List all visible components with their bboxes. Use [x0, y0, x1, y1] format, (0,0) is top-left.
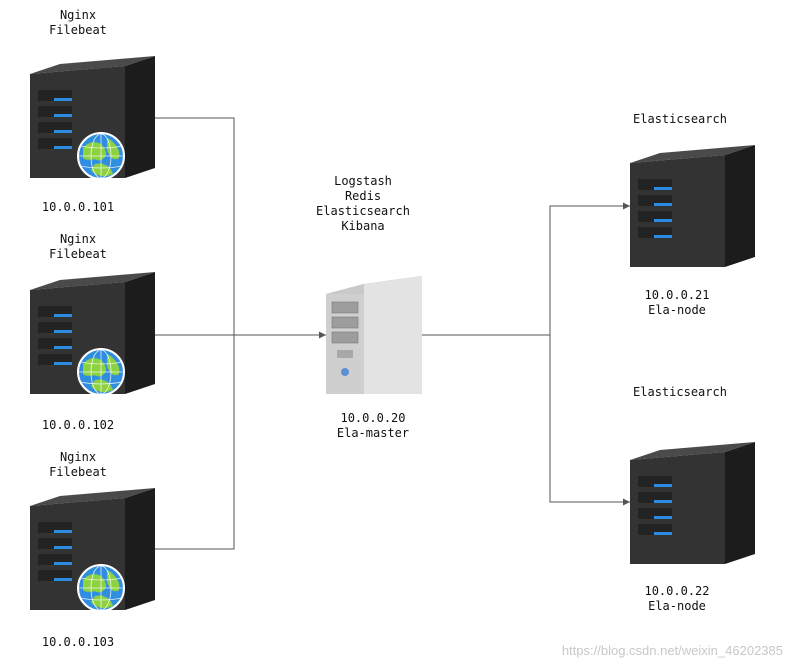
node-role: Ela-node: [648, 599, 706, 613]
connectors: [125, 117, 630, 550]
node-role: Ela-node: [648, 303, 706, 317]
watermark: https://blog.csdn.net/weixin_46202385: [561, 643, 783, 658]
tower-server-icon: [326, 276, 422, 394]
service-label: Kibana: [341, 219, 385, 233]
client-server-3: [30, 488, 155, 611]
client-1-services: Nginx Filebeat: [0, 8, 168, 38]
master-info: 10.0.0.20 Ela-master: [283, 411, 463, 441]
link-client3-bus: [125, 335, 235, 550]
node-ip: 10.0.0.22: [644, 584, 710, 598]
master-services: Logstash Redis Elasticsearch Kibana: [273, 174, 453, 234]
node-1-service: Elasticsearch: [633, 112, 727, 126]
master-ip: 10.0.0.20: [340, 411, 406, 425]
service-label: Logstash: [334, 174, 392, 188]
server-icon: [630, 442, 755, 564]
service-label: Filebeat: [49, 247, 107, 261]
node-1-info: 10.0.0.21 Ela-node: [587, 288, 767, 318]
node-ip: 10.0.0.21: [644, 288, 710, 302]
client-3-ip: 10.0.0.103: [41, 635, 115, 649]
client-2-services: Nginx Filebeat: [0, 232, 168, 262]
service-label: Elasticsearch: [316, 204, 410, 218]
client-server-2: [30, 272, 155, 395]
node-server-1: [630, 145, 755, 267]
link-client1-bus: [125, 117, 235, 335]
server-icon: [630, 145, 755, 267]
node-server-2: [630, 442, 755, 564]
client-2-ip: 10.0.0.102: [41, 418, 115, 432]
service-label: Filebeat: [49, 23, 107, 37]
service-label: Nginx: [59, 8, 97, 22]
node-2-service: Elasticsearch: [633, 385, 727, 399]
arrow-to-node2: [549, 335, 630, 506]
globe-icon: [78, 565, 124, 611]
client-server-1: [30, 56, 155, 179]
master-role: Ela-master: [336, 426, 410, 440]
service-label: Redis: [344, 189, 382, 203]
client-1-ip: 10.0.0.101: [41, 200, 115, 214]
globe-icon: [78, 133, 124, 179]
service-label: Nginx: [59, 232, 97, 246]
service-label: Filebeat: [49, 465, 107, 479]
service-label: Nginx: [59, 450, 97, 464]
globe-icon: [78, 349, 124, 395]
node-2-info: 10.0.0.22 Ela-node: [587, 584, 767, 614]
client-3-services: Nginx Filebeat: [0, 450, 168, 480]
arrow-to-node1: [549, 202, 630, 335]
